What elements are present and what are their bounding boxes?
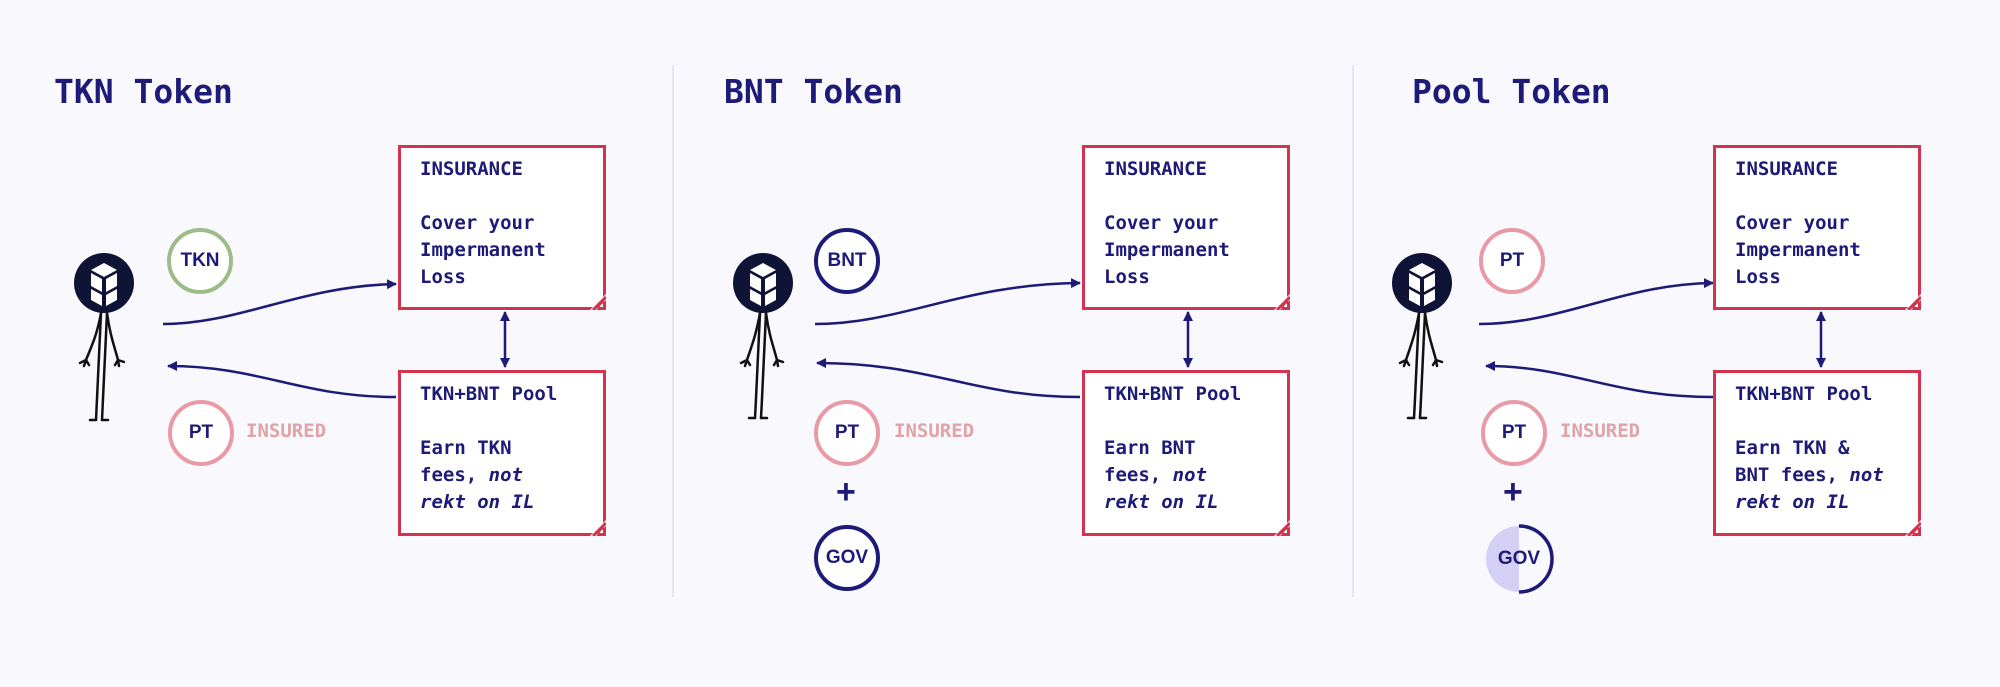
box-text: BNT fees, (1735, 464, 1850, 486)
insurance-box: INSURANCE Cover your Impermanent Loss (1082, 145, 1290, 310)
insured-label: INSURED (246, 420, 327, 442)
insurance-box: INSURANCE Cover your Impermanent Loss (398, 145, 606, 310)
box-text: Loss (1104, 266, 1150, 288)
pt-coin: PT (814, 400, 880, 466)
box-heading: TKN+BNT Pool (420, 383, 558, 405)
box-text: Earn TKN & (1735, 437, 1850, 459)
box-heading: TKN+BNT Pool (1735, 383, 1873, 405)
box-text: Loss (420, 266, 466, 288)
panel-divider (1352, 65, 1354, 597)
user-figure-icon (74, 253, 134, 422)
deposit-arrow (162, 279, 397, 326)
bnt-coin: BNT (814, 228, 880, 294)
box-text-italic: rekt on IL (1104, 491, 1219, 513)
page-fold-icon (1274, 520, 1290, 536)
panel-title: TKN Token (54, 72, 233, 111)
box-text: Cover your (420, 212, 535, 234)
pt-deposit-coin: PT (1479, 228, 1545, 294)
pt-coin: PT (168, 400, 234, 466)
pool-box: TKN+BNT Pool Earn BNT fees, not rekt on … (1082, 370, 1290, 536)
page-fold-icon (1905, 520, 1921, 536)
user-figure-icon (733, 253, 793, 420)
panel-tkn-token: TKN Token (0, 0, 670, 687)
box-heading: INSURANCE (420, 158, 523, 180)
insured-label: INSURED (1560, 420, 1641, 442)
box-text: Earn TKN (420, 437, 512, 459)
gov-coin-half-icon (1486, 524, 1554, 594)
panel-title: BNT Token (724, 72, 903, 111)
flow-arrows (733, 253, 1193, 420)
box-text-italic: not (1849, 464, 1884, 486)
flow-arrows (74, 253, 510, 422)
panel-title: Pool Token (1412, 72, 1611, 111)
page-fold-icon (1274, 294, 1290, 310)
insured-label: INSURED (894, 420, 975, 442)
page-fold-icon (1905, 294, 1921, 310)
page-fold-icon (590, 294, 606, 310)
box-text: Impermanent (1104, 239, 1230, 261)
box-text: Cover your (1104, 212, 1219, 234)
gov-coin: GOV (1497, 548, 1541, 569)
gov-coin: GOV (814, 525, 880, 591)
user-figure-icon (1392, 253, 1452, 420)
box-text: Earn BNT (1104, 437, 1196, 459)
deposit-arrow (814, 278, 1081, 326)
pool-box: TKN+BNT Pool Earn TKN & BNT fees, not re… (1713, 370, 1921, 536)
deposit-arrow (1478, 278, 1714, 326)
return-arrow (1485, 361, 1714, 399)
panel-pool-token: Pool Token (1352, 0, 2000, 687)
tkn-coin: TKN (167, 228, 233, 294)
page-fold-icon (590, 520, 606, 536)
panel-bnt-token: BNT Token (672, 0, 1342, 687)
box-text-italic: not (1172, 464, 1207, 486)
box-text-italic: rekt on IL (1735, 491, 1850, 513)
box-text-italic: not (488, 464, 523, 486)
box-heading: INSURANCE (1104, 158, 1207, 180)
box-text: Loss (1735, 266, 1781, 288)
return-arrow (167, 361, 397, 399)
insurance-box: INSURANCE Cover your Impermanent Loss (1713, 145, 1921, 310)
pool-box: TKN+BNT Pool Earn TKN fees, not rekt on … (398, 370, 606, 536)
box-heading: TKN+BNT Pool (1104, 383, 1242, 405)
plus-sign: + (836, 473, 856, 511)
panel-divider (672, 65, 674, 597)
box-text: fees, (1104, 464, 1173, 486)
box-text: Impermanent (1735, 239, 1861, 261)
plus-sign: + (1503, 473, 1523, 511)
return-arrow (816, 358, 1081, 399)
box-text: Impermanent (420, 239, 546, 261)
pt-coin: PT (1481, 400, 1547, 466)
box-heading: INSURANCE (1735, 158, 1838, 180)
box-text: fees, (420, 464, 489, 486)
box-text-italic: rekt on IL (420, 491, 535, 513)
box-text: Cover your (1735, 212, 1850, 234)
flow-arrows (1392, 253, 1826, 594)
